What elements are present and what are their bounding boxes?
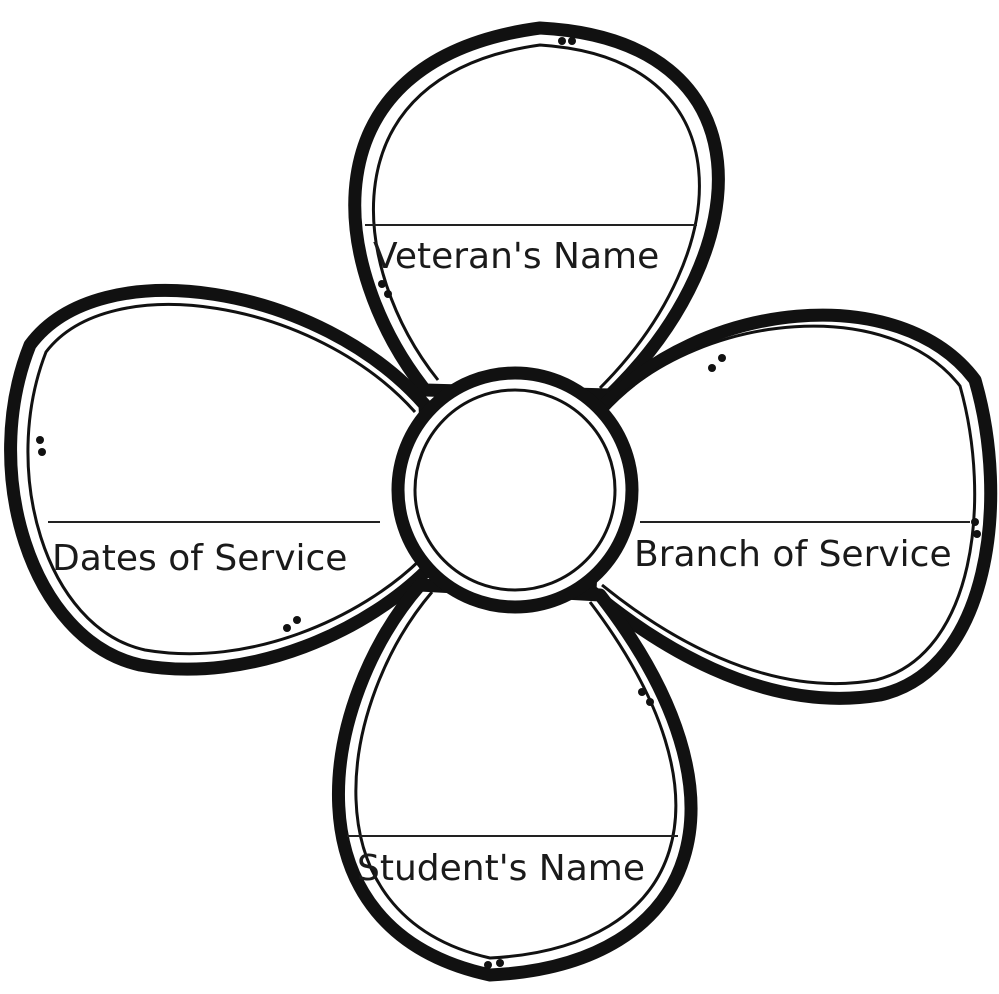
petal-left-dot: [38, 448, 46, 456]
petal-right-label: Branch of Service: [634, 534, 952, 575]
center-circle: [391, 366, 639, 614]
petal-bottom-dot: [638, 688, 646, 696]
petal-left-dot: [283, 624, 291, 632]
petal-right: Branch of Service: [583, 308, 998, 705]
petal-left-dot: [293, 616, 301, 624]
petal-bottom-dot: [496, 959, 504, 967]
petal-bottom: Student's Name: [331, 564, 698, 982]
petal-bottom-outline: [331, 578, 698, 982]
petal-left-label: Dates of Service: [52, 538, 347, 579]
petal-top-inner-line: [372, 43, 701, 390]
petal-right-dot: [973, 530, 981, 538]
center-inner-ring: [413, 388, 617, 592]
petal-right-dot: [971, 518, 979, 526]
petal-left-dot: [36, 436, 44, 444]
petal-left-outline: [4, 284, 439, 676]
petal-right-inner-line: [601, 324, 977, 686]
petal-right-outline: [583, 308, 998, 705]
petal-left: Dates of Service: [4, 284, 439, 676]
petal-left-inner-line: [26, 303, 422, 656]
petal-top-outline: [348, 21, 725, 402]
petal-bottom-dot: [646, 698, 654, 706]
flower-center: [391, 366, 639, 614]
petal-top: Veteran's Name: [348, 21, 725, 402]
petal-right-dot: [718, 354, 726, 362]
petal-top-label: Veteran's Name: [373, 236, 659, 277]
petal-top-dot: [378, 280, 386, 288]
petal-top-dot: [558, 37, 566, 45]
petal-bottom-dot: [484, 961, 492, 969]
petal-top-dot: [568, 37, 576, 45]
petal-bottom-label: Student's Name: [357, 848, 645, 889]
petal-right-dot: [708, 364, 716, 372]
petal-bottom-inner-line: [354, 591, 678, 960]
petal-top-dot: [384, 290, 392, 298]
